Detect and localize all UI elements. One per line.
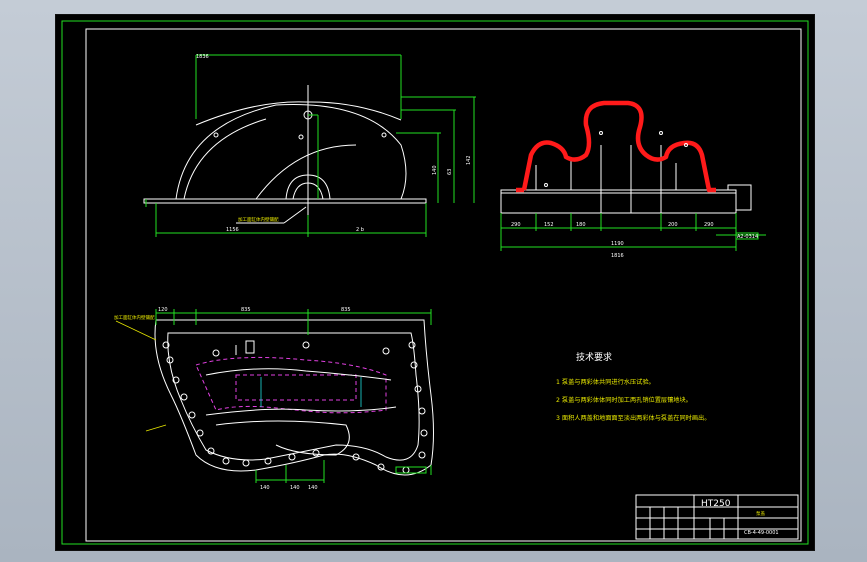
front-dim-right: 2 b [356,227,364,233]
plan-dim-f: 140 [308,485,318,491]
cad-viewport[interactable]: 1836 1156 2 b 加工面缸体内壁镶配 63 142 140 1190 … [55,14,815,551]
side-dim-d: 200 [668,222,678,228]
front-view: 1836 1156 2 b 加工面缸体内壁镶配 63 142 140 [143,54,476,237]
drawing-canvas[interactable]: 1836 1156 2 b 加工面缸体内壁镶配 63 142 140 1190 … [56,15,814,550]
side-dim-e: 290 [704,222,714,228]
tech-requirements: 技术要求 1 泵盖与两彩体共同进行水压试验。 2 泵盖与两彩体体同时加工两孔销位… [556,351,710,422]
svg-text:63: 63 [447,169,453,175]
tech-item-3: 3 面积人两盖和地面面至淡出两彩体与泵盖在同时画出。 [556,414,710,422]
tech-item-2: 2 泵盖与两彩体体同时加工两孔销位置层镶地块。 [556,396,692,404]
tb-material: HT250 [701,499,731,509]
outer-frame [61,20,809,545]
title-block: HT250 泵盖 CB-4-49-0001 [635,494,799,540]
plan-dim-b: 835 [241,307,251,313]
svg-text:140: 140 [432,165,438,175]
section-profile [521,100,716,193]
bolt-holes [162,341,428,474]
side-dim-width: 1190 [611,241,624,247]
plan-dim-c: 835 [341,307,351,313]
front-note: 加工面缸体内壁镶配 [238,216,279,223]
inner-frame [85,28,802,542]
side-dim-c: 290 [511,222,521,228]
plan-dim-e: 140 [290,485,300,491]
side-view: 1190 1816 152 180 290 200 290 A2-0314 [500,100,766,259]
tech-item-1: 1 泵盖与两彩体共同进行水压试验。 [556,378,655,386]
tb-drawing-no: CB-4-49-0001 [744,530,779,536]
front-dim-top: 1836 [196,54,209,60]
side-dim-a: 152 [544,222,554,228]
tech-title: 技术要求 [576,351,612,363]
side-tag: A2-0314 [737,234,758,240]
plan-note: 加工面缸体内壁镶配 [114,314,155,321]
plan-view: 加工面缸体内壁镶配 120 835 835 140 140 140 [114,307,434,491]
plan-dim-a: 120 [158,307,168,313]
side-dim-b: 180 [576,222,586,228]
svg-text:142: 142 [466,155,472,165]
plan-dim-d: 140 [260,485,270,491]
front-dim-left: 1156 [226,227,239,233]
tb-part-name: 泵盖 [756,510,765,517]
side-dim-total: 1816 [611,253,624,259]
